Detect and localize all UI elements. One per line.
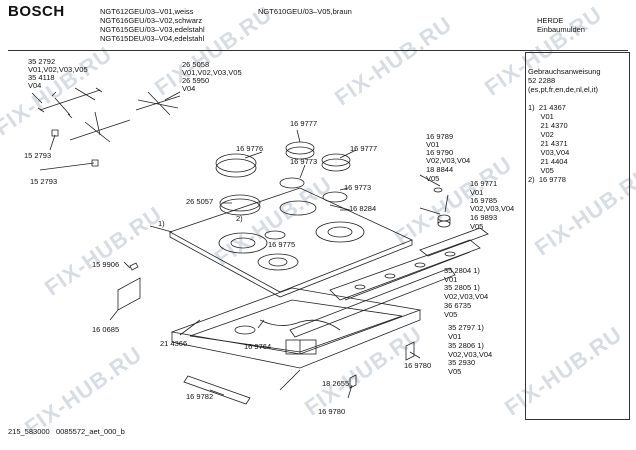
part-label: 35 2806 1) — [448, 341, 484, 350]
part-label: 16 9790 — [426, 148, 454, 157]
part-label: 16 8284 — [349, 204, 377, 213]
sidebar-line: (es,pt,fr,en,de,nl,el,it) — [528, 85, 599, 94]
part-label: 35 4118 — [28, 73, 55, 82]
part-label: V01 — [448, 332, 462, 341]
part-label: 35 2930 — [448, 358, 476, 367]
part-label: 15 9906 — [92, 260, 120, 269]
part-label: V02,V03,V04 — [448, 350, 493, 359]
part-label: V05 — [448, 367, 462, 376]
sidebar-line: 1) 21 4367 — [528, 103, 566, 112]
model-line: NGT616GEU/03–V02,schwarz — [100, 16, 203, 25]
footer-reference: 215_583000 0085572_aet_000_b — [8, 427, 125, 436]
sidebar-line: V05 — [528, 166, 554, 175]
sidebar-line: 21 4371 — [528, 139, 568, 148]
sidebar-box — [525, 52, 630, 420]
part-label: 35 2797 1) — [448, 323, 484, 332]
part-label: 16 0685 — [92, 325, 120, 334]
part-label: 16 9782 — [186, 392, 214, 401]
part-label: 16 9789 — [426, 132, 454, 141]
part-label: 16 9780 — [404, 361, 432, 370]
sidebar-line: 21 4404 — [528, 157, 568, 166]
category-subtitle: Einbaumulden — [537, 25, 585, 34]
part-label: V02,V03,V04 — [444, 292, 489, 301]
sidebar-line: 2) 16 9778 — [528, 175, 566, 184]
burner-cap-icon — [215, 141, 351, 240]
part-label: V05 — [426, 174, 440, 183]
knob-icon — [433, 187, 451, 228]
part-label: 18 8844 — [426, 165, 454, 174]
model-line: NGT612GEU/03–V01,weiss — [100, 7, 194, 16]
category-title: HERDE — [537, 16, 564, 25]
part-label: V01 — [470, 188, 484, 197]
part-label: V02,V03,V04 — [470, 204, 515, 213]
part-label: 16 9764 — [244, 342, 272, 351]
part-label: 35 2805 1) — [444, 283, 480, 292]
part-label: 16 9893 — [470, 213, 498, 222]
pan-support-icon — [37, 87, 181, 143]
sidebar-line: 52 2288 — [528, 76, 556, 85]
part-label: 35 2792 — [28, 57, 56, 66]
part-label: 21 4366 — [160, 339, 188, 348]
part-label: V01,V02,V03,V05 — [28, 65, 88, 74]
part-label: V01 — [426, 140, 440, 149]
part-label: 26 5057 — [186, 197, 214, 206]
sidebar-line: V03,V04 — [528, 148, 570, 157]
part-label: 16 9775 — [268, 240, 296, 249]
model-line: NGT615GEU/03–V03,edelstahl — [100, 25, 205, 34]
part-label: 16 9780 — [318, 407, 346, 416]
part-label: 18 2655 — [322, 379, 350, 388]
part-label: V04 — [28, 81, 42, 90]
sidebar-line: V02 — [528, 130, 554, 139]
part-label: 15 2793 — [30, 177, 58, 186]
part-label: V01 — [444, 275, 458, 284]
sidebar-line: V01 — [528, 112, 554, 121]
part-label: 16 9776 — [236, 144, 264, 153]
model-line-right: NGT610GEU/03–V05,braun — [258, 7, 352, 16]
control-panel-strip — [329, 239, 481, 301]
sidebar-line: 21 4370 — [528, 121, 568, 130]
part-label: 26 5950 — [182, 76, 210, 85]
part-label: 16 9773 — [290, 157, 318, 166]
part-label: 16 9771 — [470, 179, 498, 188]
part-label: 16 9785 — [470, 196, 498, 205]
bracket-icon — [117, 262, 141, 311]
part-label: V05 — [470, 222, 484, 231]
sidebar-line: Gebrauchsanweisung — [528, 67, 601, 76]
part-label: 15 2793 — [24, 151, 52, 160]
part-label: V05 — [444, 310, 458, 319]
brand-logo: BOSCH — [8, 3, 65, 20]
part-label: 1) — [158, 219, 165, 228]
part-label: V04 — [182, 84, 196, 93]
part-label: 16 9773 — [344, 183, 372, 192]
part-label: 26 5058 — [182, 60, 210, 69]
part-label: 36 6735 — [444, 301, 472, 310]
part-label: 35 2804 1) — [444, 266, 480, 275]
part-label: 16 9777 — [290, 119, 318, 128]
base-tray — [170, 287, 422, 355]
model-line: NGT615DEU/03–V04,edelstahl — [100, 34, 205, 43]
header-rule — [8, 50, 628, 51]
part-label: 2) — [236, 214, 243, 223]
part-label: 16 9777 — [350, 144, 378, 153]
part-label: V02,V03,V04 — [426, 156, 471, 165]
part-label: V01,V02,V03,V05 — [182, 68, 242, 77]
